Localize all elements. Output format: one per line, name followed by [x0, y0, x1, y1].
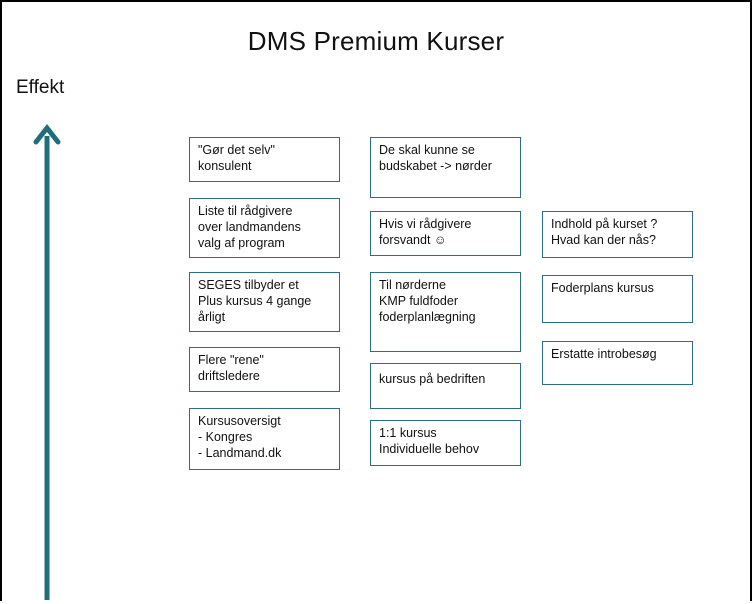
y-axis-label: Effekt — [16, 77, 65, 98]
idea-box: Til nørderne KMP fuldfoder foderplanlægn… — [370, 272, 521, 352]
effect-arrow — [33, 123, 61, 600]
idea-box: "Gør det selv" konsulent — [189, 137, 340, 182]
slide-title: DMS Premium Kurser — [247, 26, 505, 56]
idea-box: kursus på bedriften — [370, 363, 521, 409]
idea-box: SEGES tilbyder et Plus kursus 4 gange år… — [189, 272, 340, 332]
idea-box: De skal kunne se budskabet -> nørder — [370, 137, 521, 198]
idea-box: Liste til rådgivere over landmandens val… — [189, 198, 340, 258]
idea-box: Flere "rene" driftsledere — [189, 347, 340, 392]
idea-box: Erstatte introbesøg — [542, 341, 693, 385]
idea-box: Hvis vi rådgivere forsvandt ☺ — [370, 211, 521, 256]
idea-box: Kursusoversigt - Kongres - Landmand.dk — [189, 408, 340, 470]
idea-box: 1:1 kursus Individuelle behov — [370, 420, 521, 466]
idea-box: Indhold på kurset ? Hvad kan der nås? — [542, 211, 693, 258]
idea-box: Foderplans kursus — [542, 275, 693, 323]
arrow-head — [33, 123, 61, 145]
